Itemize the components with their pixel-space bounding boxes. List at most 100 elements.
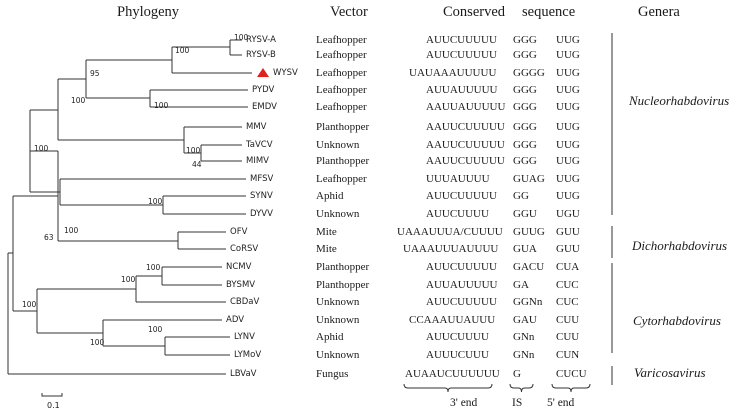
end5-sequence: CUN (556, 349, 580, 361)
bootstrap-ncmv_bysmv: 100 (146, 263, 161, 272)
taxon-label: CoRSV (230, 244, 259, 254)
is-sequence: GNn (513, 349, 535, 361)
end3-sequence: UAAAUUUAUUUU (403, 243, 499, 255)
end5-sequence: UUG (556, 173, 580, 185)
vector-cell: Leafhopper (316, 173, 367, 185)
end3-sequence: AAUUCUUUUU (426, 139, 505, 151)
is-sequence: GGG (513, 139, 537, 151)
bootstrap-lynv_lymov: 100 (148, 325, 163, 334)
is-sequence: GGG (513, 121, 537, 133)
genus-dichorhabdovirus: Dichorhabdovirus (632, 238, 728, 253)
taxon-label: EMDV (252, 102, 277, 112)
header-conserved: Conserved (443, 4, 506, 20)
vector-cell: Unknown (316, 314, 360, 326)
bootstrap-ncmv_group: 100 (121, 275, 136, 284)
end3-sequence: AAUUAUUUUU (426, 101, 506, 113)
bootstrap-nucleo_dicho: 63 (44, 233, 54, 242)
end3-sequence: UAAAUUUA/CUUUU (397, 226, 503, 238)
bootstrap-cyto: 100 (22, 300, 37, 309)
taxon-label: WYSV (273, 68, 298, 78)
footer-is: IS (512, 397, 523, 409)
bootstrap-ryswpair: 100 (234, 33, 249, 42)
is-sequence: GUAG (513, 173, 545, 185)
bootstrap-pydv_emdv: 100 (154, 101, 169, 110)
end5-sequence: CUC (556, 296, 579, 308)
vector-cell: Planthopper (316, 261, 370, 273)
taxon-label: TaVCV (246, 140, 273, 150)
end5-sequence: UUG (556, 155, 580, 167)
brace-is (509, 383, 534, 393)
taxon-label: BYSMV (226, 280, 256, 290)
end5-sequence: UUG (556, 121, 580, 133)
header-sequence: sequence (522, 4, 576, 20)
end5-sequence: UGU (556, 208, 580, 220)
end3-sequence: CCAAAUUAUUU (409, 314, 496, 326)
is-sequence: GGU (513, 208, 537, 220)
taxon-label: DYVV (250, 209, 273, 219)
is-sequence: GGG (513, 84, 537, 96)
is-sequence: GGG (513, 34, 537, 46)
taxon-label: PYDV (252, 85, 275, 95)
end3-sequence: AUUCUUUU (426, 208, 489, 220)
bootstrap-tavcv_mimv: 100 (186, 146, 201, 155)
vector-cell: Leafhopper (316, 67, 367, 79)
is-sequence: GACU (513, 261, 545, 273)
end5-sequence: CUCU (556, 368, 587, 380)
vector-cell: Planthopper (316, 155, 370, 167)
vector-cell: Leafhopper (316, 34, 367, 46)
is-sequence: GGGG (513, 67, 545, 79)
end3-sequence: AUUUCUUU (426, 349, 489, 361)
taxon-label: SYNV (250, 191, 273, 201)
is-sequence: GGG (513, 155, 537, 167)
end5-sequence: UUG (556, 101, 580, 113)
taxon-label: MMV (246, 122, 267, 132)
taxon-label: MFSV (250, 174, 274, 184)
genus-nucleorhabdovirus: Nucleorhabdovirus (629, 93, 730, 108)
end3-sequence: UAUAAAUUUUU (409, 67, 497, 79)
end3-sequence: AUUCUUUUU (426, 49, 497, 61)
vector-cell: Leafhopper (316, 101, 367, 113)
end5-sequence: CUU (556, 314, 580, 326)
end5-sequence: UUG (556, 34, 580, 46)
end5-sequence: GUU (556, 226, 580, 238)
end3-sequence: AUUAUUUUU (426, 84, 498, 96)
end5-sequence: UUG (556, 139, 580, 151)
bootstrap-lynv_lymov: 100 (90, 338, 105, 347)
vector-cell: Planthopper (316, 121, 370, 133)
end3-sequence: AAUUCUUUUU (426, 121, 505, 133)
vector-cell: Unknown (316, 296, 360, 308)
is-sequence: GNn (513, 331, 535, 343)
genus-varicosavirus: Varicosavirus (634, 365, 706, 380)
is-sequence: GGNn (513, 296, 543, 308)
end3-sequence: AUUCUUUU (426, 331, 489, 343)
taxon-label: LYMoV (234, 350, 262, 360)
end3-sequence: UUUAUUUU (426, 173, 490, 185)
taxon-label: RYSV-A (246, 35, 276, 45)
is-sequence: GGG (513, 101, 537, 113)
end3-sequence: AUUCUUUUU (426, 261, 497, 273)
end3-sequence: AUAAUCUUUUUU (405, 368, 500, 380)
end5-sequence: UUG (556, 67, 580, 79)
end5-sequence: GUU (556, 243, 580, 255)
bootstrap-nucleo_all: 100 (34, 144, 49, 153)
taxon-label: LYNV (234, 332, 255, 342)
bootstrap-ofv_corsv: 100 (64, 226, 79, 235)
end3-sequence: AAUUCUUUUU (426, 155, 505, 167)
vector-cell: Mite (316, 226, 337, 238)
end3-sequence: AUUAUUUUU (426, 279, 498, 291)
end3-sequence: AUUCUUUUU (426, 190, 497, 202)
end3-sequence: AUUCUUUUU (426, 296, 497, 308)
vector-cell: Aphid (316, 331, 344, 343)
vector-cell: Unknown (316, 349, 360, 361)
vector-cell: Leafhopper (316, 49, 367, 61)
header-vector: Vector (330, 4, 368, 20)
is-sequence: G (513, 368, 521, 380)
end5-sequence: UUG (556, 49, 580, 61)
end5-sequence: CUA (556, 261, 580, 273)
is-sequence: GAU (513, 314, 537, 326)
vector-cell: Mite (316, 243, 337, 255)
is-sequence: GA (513, 279, 529, 291)
is-sequence: GUUG (513, 226, 545, 238)
